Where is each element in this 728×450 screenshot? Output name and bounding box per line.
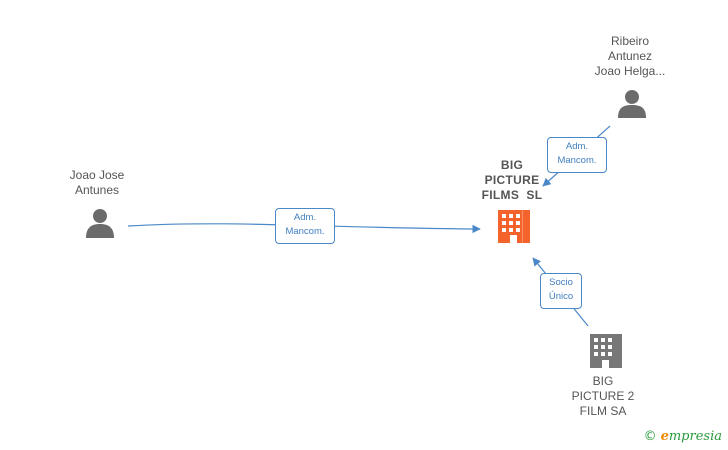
edge-label-top-to-main[interactable]: Adm. Mancom. xyxy=(547,137,607,173)
edge-label-line: Único xyxy=(548,291,574,302)
person-left-label-line: Antunes xyxy=(74,183,120,197)
person-icon[interactable] xyxy=(86,209,114,238)
building-icon-main[interactable] xyxy=(498,210,530,243)
company-bottom-label-line: FILM SA xyxy=(579,404,627,418)
person-top-label-line: Joao Helga... xyxy=(594,64,666,78)
edge-label-bottom-to-main[interactable]: Socio Único xyxy=(540,273,582,309)
company-bottom-label-line: BIG xyxy=(592,374,614,388)
copyright-icon: © xyxy=(643,429,657,444)
company-bottom-label-line: PICTURE 2 xyxy=(571,389,635,403)
person-left-label-line: Joao Jose xyxy=(69,168,125,182)
main-company-label-line: PICTURE xyxy=(484,173,540,187)
person-left-label[interactable]: Joao Jose Antunes xyxy=(52,168,142,198)
edge-label-line: Socio xyxy=(549,277,573,288)
person-icon[interactable] xyxy=(618,90,646,118)
edge-label-line: Mancom. xyxy=(285,226,325,237)
brand-logo: ©empresia xyxy=(644,429,722,444)
person-top-label-line: Antunez xyxy=(607,49,653,63)
company-bottom-label[interactable]: BIG PICTURE 2 FILM SA xyxy=(560,374,646,419)
brand-logo-name: mpresia xyxy=(668,429,722,444)
person-top-label[interactable]: Ribeiro Antunez Joao Helga... xyxy=(580,34,680,79)
person-top-label-line: Ribeiro xyxy=(610,34,649,48)
main-company-label-line: BIG xyxy=(500,158,524,172)
edge-label-left-to-main[interactable]: Adm. Mancom. xyxy=(275,208,335,244)
main-company-label[interactable]: BIG PICTURE FILMS SL xyxy=(470,158,554,203)
edge-label-line: Adm. xyxy=(293,212,317,223)
brand-logo-letter: e xyxy=(660,429,669,444)
edge-label-line: Adm. xyxy=(565,141,589,152)
building-icon-secondary[interactable] xyxy=(590,334,622,368)
main-company-label-line: FILMS SL xyxy=(481,188,543,202)
edge-label-line: Mancom. xyxy=(557,155,597,166)
